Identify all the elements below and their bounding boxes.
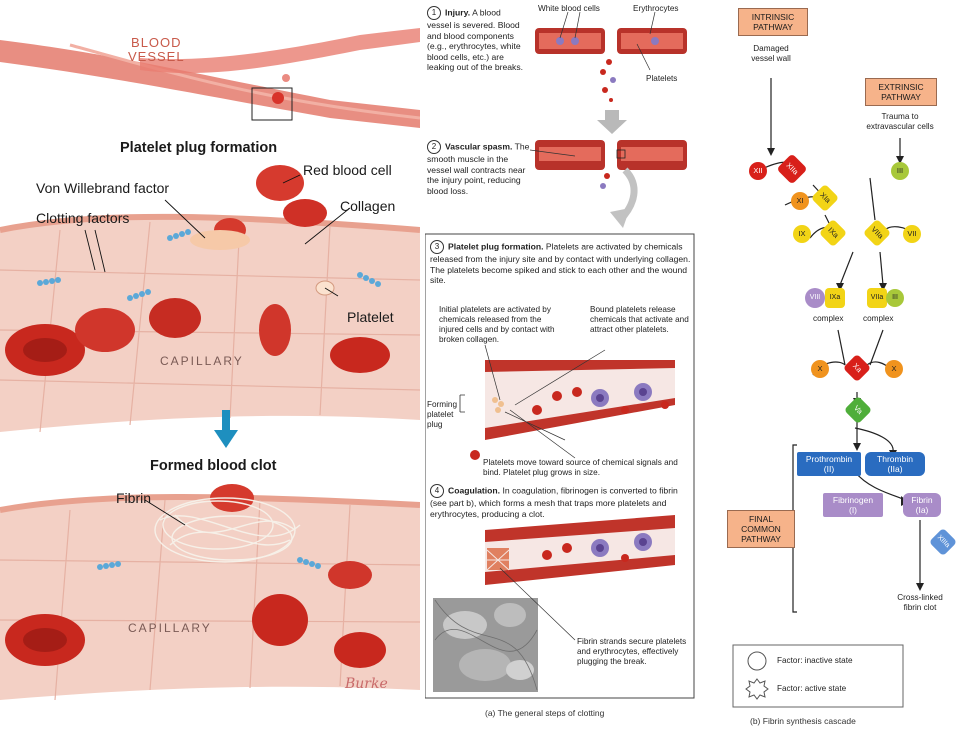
step-4-title: Coagulation. — [448, 485, 501, 496]
white-blood-cells-label: White blood cells — [538, 4, 600, 13]
platelet-label: Platelet — [347, 309, 394, 325]
step-4: 4 Coagulation. In coagulation, fibrinogen… — [430, 484, 692, 519]
step-1-title: Injury. — [445, 7, 471, 18]
capillary-bottom-label: CAPILLARY — [128, 621, 212, 635]
fibrinogen-box: Fibrinogen (I) — [823, 493, 883, 517]
step-1-number: 1 — [427, 6, 441, 20]
capillary-top-label: CAPILLARY — [160, 354, 244, 368]
damaged-vessel-label: Damaged vessel wall — [751, 44, 791, 63]
clot-title: Formed blood clot — [150, 458, 277, 474]
final-common-pathway-box: FINAL COMMON PATHWAY — [727, 510, 795, 548]
step-2-title: Vascular spasm. — [445, 141, 513, 152]
step-1: 1 Injury. A blood vessel is severed. Bloo… — [427, 6, 527, 73]
complex-left-label: complex — [813, 314, 844, 323]
step-3-title: Platelet plug formation. — [448, 241, 544, 252]
note-platelets-move: Platelets move toward source of chemical… — [483, 458, 678, 477]
erythrocytes-label: Erythrocytes — [633, 4, 679, 13]
von-willebrand-label: Von Willebrand factor — [36, 180, 170, 196]
factor-x-right: X — [885, 360, 903, 378]
plug-title: Platelet plug formation — [120, 140, 278, 156]
red-blood-cell-label: Red blood cell — [303, 162, 392, 178]
trauma-label: Trauma to extravascular cells — [866, 112, 934, 131]
complex-right-label: complex — [863, 314, 894, 323]
factor-xi: XI — [791, 192, 809, 210]
intrinsic-pathway-box: INTRINSIC PATHWAY — [738, 8, 808, 36]
factor-xii: XII — [749, 162, 767, 180]
step-3: 3 Platelet plug formation. Platelets are … — [430, 240, 692, 286]
factor-iii: III — [891, 162, 909, 180]
factor-iii-complex: III — [886, 289, 904, 307]
step-3-number: 3 — [430, 240, 444, 254]
step-4-number: 4 — [430, 484, 444, 498]
step-3-text: Platelets are activated by chemicals rel… — [430, 241, 691, 286]
factor-vii: VII — [903, 225, 921, 243]
note-initial-platelets: Initial platelets are activated by chemi… — [439, 305, 555, 344]
step-1-text: A blood vessel is severed. Blood and blo… — [427, 7, 524, 73]
clotting-factors-label: Clotting factors — [36, 210, 130, 226]
forming-plug-label: Forming platelet plug — [427, 400, 458, 429]
fibrin-label: Fibrin — [116, 490, 152, 506]
thrombin-box: Thrombin (IIa) — [865, 452, 925, 476]
legend-inactive: Factor: inactive state — [777, 656, 853, 665]
factor-ix: IX — [793, 225, 811, 243]
caption-a: (a) The general steps of clotting — [485, 708, 605, 718]
artist-signature: Burke — [345, 676, 388, 692]
step-2: 2 Vascular spasm. The smooth muscle in th… — [427, 140, 531, 196]
middle-panel: White blood cells Erythrocytes Platelets… — [425, 0, 700, 730]
factor-x-left: X — [811, 360, 829, 378]
legend-active: Factor: active state — [777, 684, 847, 693]
step-2-number: 2 — [427, 140, 441, 154]
left-illustration — [0, 28, 421, 701]
middle-illustration — [425, 11, 695, 699]
prothrombin-box: Prothrombin (II) — [797, 452, 861, 476]
collagen-label: Collagen — [340, 198, 396, 214]
step-2-text: The smooth muscle in the vessel wall con… — [427, 141, 530, 196]
right-panel: INTRINSIC PATHWAY Damaged vessel wall EX… — [705, 0, 960, 730]
factor-viia-complex: VIIa — [867, 288, 887, 308]
step-4-text: In coagulation, fibrinogen is converted … — [430, 485, 678, 519]
extrinsic-pathway-box: EXTRINSIC PATHWAY — [865, 78, 937, 106]
blood-vessel-label: BLOOD VESSEL — [128, 35, 185, 64]
platelets-label: Platelets — [646, 74, 678, 83]
fibrin-box: Fibrin (Ia) — [903, 493, 941, 517]
factor-ixa-complex: IXa — [825, 288, 845, 308]
left-panel: BLOOD VESSEL Platelet plug formation Red… — [0, 0, 421, 730]
factor-viii: VIII — [805, 288, 825, 308]
cascade-diagram — [732, 78, 924, 708]
note-fibrin-strands: Fibrin strands secure platelets and eryt… — [577, 637, 687, 666]
note-bound-platelets: Bound platelets release chemicals that a… — [590, 305, 689, 334]
crosslinked-label: Cross-linked fibrin clot — [897, 593, 943, 612]
caption-b: (b) Fibrin synthesis cascade — [750, 716, 856, 726]
